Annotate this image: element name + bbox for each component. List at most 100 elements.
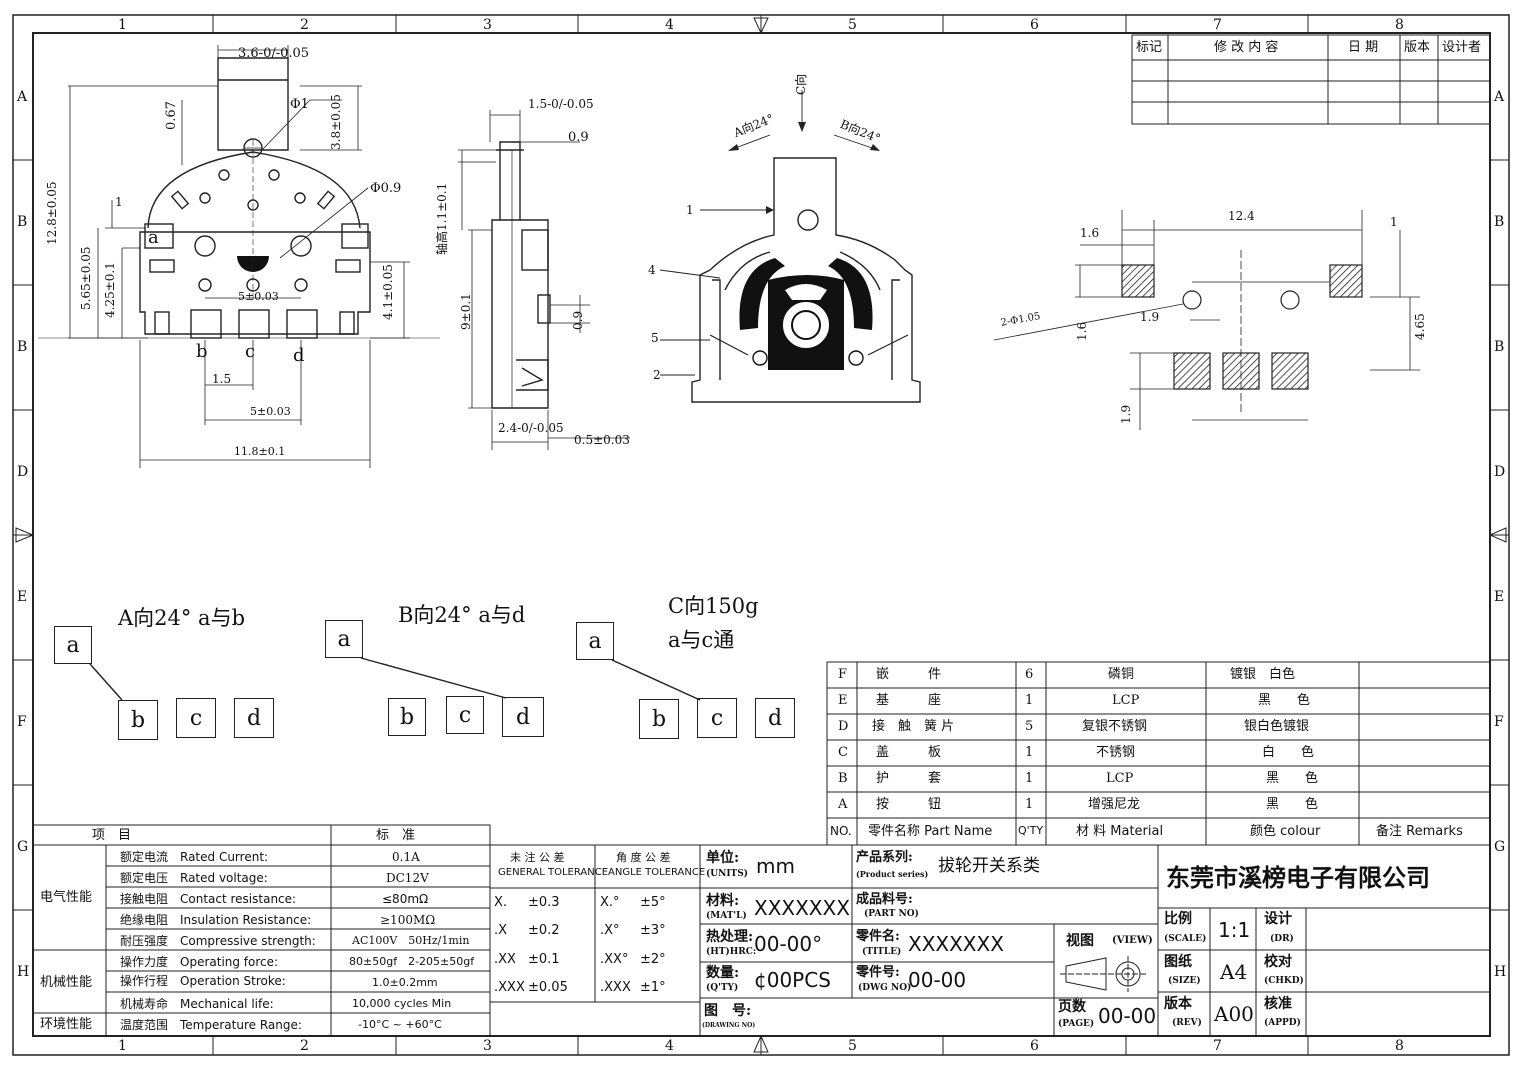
tol-a-label: .X° xyxy=(600,923,620,938)
size-cn: 图纸 xyxy=(1164,954,1192,970)
tol-a-value: ±5° xyxy=(640,895,666,910)
bom-no: F xyxy=(838,667,848,682)
part-no-en: (PART NO) xyxy=(864,909,919,919)
col-label: 5 xyxy=(848,17,857,33)
bom-material: 磷铜 xyxy=(1108,667,1135,682)
bom-material: LCP xyxy=(1112,693,1140,708)
row-label: H xyxy=(17,964,30,980)
spec-cn: 额定电流 xyxy=(120,850,169,864)
title-en: (TITLE) xyxy=(862,947,902,957)
units-value: mm xyxy=(756,854,795,878)
rev-header-date: 日 期 xyxy=(1348,40,1379,55)
bom-no: E xyxy=(838,693,848,708)
state-c-caption-1: C向150g xyxy=(668,594,759,618)
spec-cn: 操作行程 xyxy=(120,974,169,988)
tol-a-value: ±2° xyxy=(640,952,666,967)
row-label: G xyxy=(17,839,29,855)
row-label: E xyxy=(17,589,28,605)
designer-cn: 设计 xyxy=(1264,911,1292,927)
scale-cn: 比例 xyxy=(1164,911,1192,927)
quantity-cn: 数量: xyxy=(706,965,740,981)
bom-colour: 黑 色 xyxy=(1266,771,1319,786)
bom-header-material: 材 料 Material xyxy=(1076,824,1164,839)
col-label: 4 xyxy=(665,1038,674,1054)
spec-en: Operation Stroke: xyxy=(180,974,286,988)
scale-value: 1:1 xyxy=(1218,918,1251,942)
tol-g-label: X. xyxy=(494,895,508,910)
bom-no: D xyxy=(838,719,849,734)
size-en: (SIZE) xyxy=(1168,976,1201,986)
tol-angle-en: ANGLE TOLERANCE xyxy=(608,867,706,878)
row-label: D xyxy=(1494,464,1506,480)
row-label: E xyxy=(1494,589,1505,605)
title-value: XXXXXXX xyxy=(908,932,1004,956)
col-label: 7 xyxy=(1213,1038,1222,1054)
approver-cn: 核准 xyxy=(1264,996,1292,1012)
bom-colour: 黑 色 xyxy=(1258,693,1311,708)
state-c-caption-2: a与c通 xyxy=(668,628,735,652)
row-label: F xyxy=(1494,714,1504,730)
col-label: 5 xyxy=(848,1038,857,1054)
bom-colour: 镀银 白色 xyxy=(1230,667,1296,682)
col-label: 2 xyxy=(300,17,309,33)
bom-header-name: 零件名称 Part Name xyxy=(868,824,993,839)
bom-colour: 银白色镀银 xyxy=(1244,719,1310,734)
tol-general-cn: 未 注 公 差 xyxy=(510,851,565,864)
units-en: (UNITS) xyxy=(706,869,748,879)
bom-material: LCP xyxy=(1106,771,1134,786)
state-c-terminal-a: a xyxy=(576,622,614,660)
spec-cn: 机械寿命 xyxy=(120,997,169,1011)
rev-header-mark: 标记 xyxy=(1136,40,1163,55)
bom-name: 基 座 xyxy=(876,693,942,708)
dim-side-0-9: 0.9 xyxy=(568,130,589,145)
rev-header-content: 修 改 内 容 xyxy=(1214,40,1279,55)
dim-phi0-9: Φ0.9 xyxy=(370,181,402,196)
front-view-drawing xyxy=(38,45,440,468)
state-a-terminal-d: d xyxy=(234,698,274,738)
bom-qty: 1 xyxy=(1025,771,1034,786)
spec-val: 1.0±0.2mm xyxy=(372,976,438,989)
dim-11-8: 11.8±0.1 xyxy=(234,445,286,458)
series-cn: 产品系列: xyxy=(856,850,913,865)
bom-table-grid xyxy=(826,661,1491,846)
dwg-no-value: 00-00 xyxy=(908,968,967,992)
material-en: (MAT'L) xyxy=(706,911,747,921)
tol-g-label: .X xyxy=(494,923,508,938)
revision-table-grid xyxy=(1131,34,1491,125)
bom-qty: 1 xyxy=(1025,797,1034,812)
dim-pcb-1: 1 xyxy=(1390,215,1398,229)
bom-name: 按 钮 xyxy=(876,797,942,812)
spec-val: 10,000 cycles Min xyxy=(352,997,452,1010)
dim-phi1: Φ1 xyxy=(290,97,309,112)
company-name: 东莞市溪榜电子有限公司 xyxy=(1166,864,1430,892)
part-no-cn: 成品料号: xyxy=(856,892,913,907)
state-a-terminal-a: a xyxy=(54,626,92,664)
page-en: (PAGE) xyxy=(1058,1019,1095,1029)
row-label: H xyxy=(1494,964,1507,980)
rev-header-version: 版本 xyxy=(1404,40,1431,55)
spec-group-electrical: 电气性能 xyxy=(40,890,93,905)
dwg-no-en: (DWG NO) xyxy=(858,983,912,993)
spec-val: ≥100MΩ xyxy=(380,913,436,927)
col-label: 6 xyxy=(1030,1038,1039,1054)
bom-colour: 黑 色 xyxy=(1266,797,1319,812)
rev-header-designer: 设计者 xyxy=(1442,40,1482,55)
dim-side-2-4: 2.4-0/-0.05 xyxy=(498,421,564,435)
tol-a-label: .XXX xyxy=(600,980,631,995)
dwg-no-cn: 零件号: xyxy=(856,965,900,980)
dim-1: 1 xyxy=(115,195,123,209)
bom-name: 接 触 簧 片 xyxy=(872,719,955,734)
tol-a-label: X.° xyxy=(600,895,620,910)
spec-en: Operating force: xyxy=(180,955,279,969)
bom-qty: 5 xyxy=(1025,719,1034,734)
rev-en: (REV) xyxy=(1172,1018,1202,1028)
bom-no: B xyxy=(838,771,848,786)
bom-header-colour: 颜色 colour xyxy=(1250,824,1321,839)
heat-en: (HT)HRC: xyxy=(706,947,757,957)
row-label: G xyxy=(1494,839,1506,855)
bom-name: 护 套 xyxy=(876,771,942,786)
switch-connection-lines xyxy=(89,657,701,701)
projection-symbol xyxy=(1060,956,1146,992)
drawing-no-cn: 图 号: xyxy=(704,1003,752,1019)
callout-1: 1 xyxy=(686,203,694,217)
